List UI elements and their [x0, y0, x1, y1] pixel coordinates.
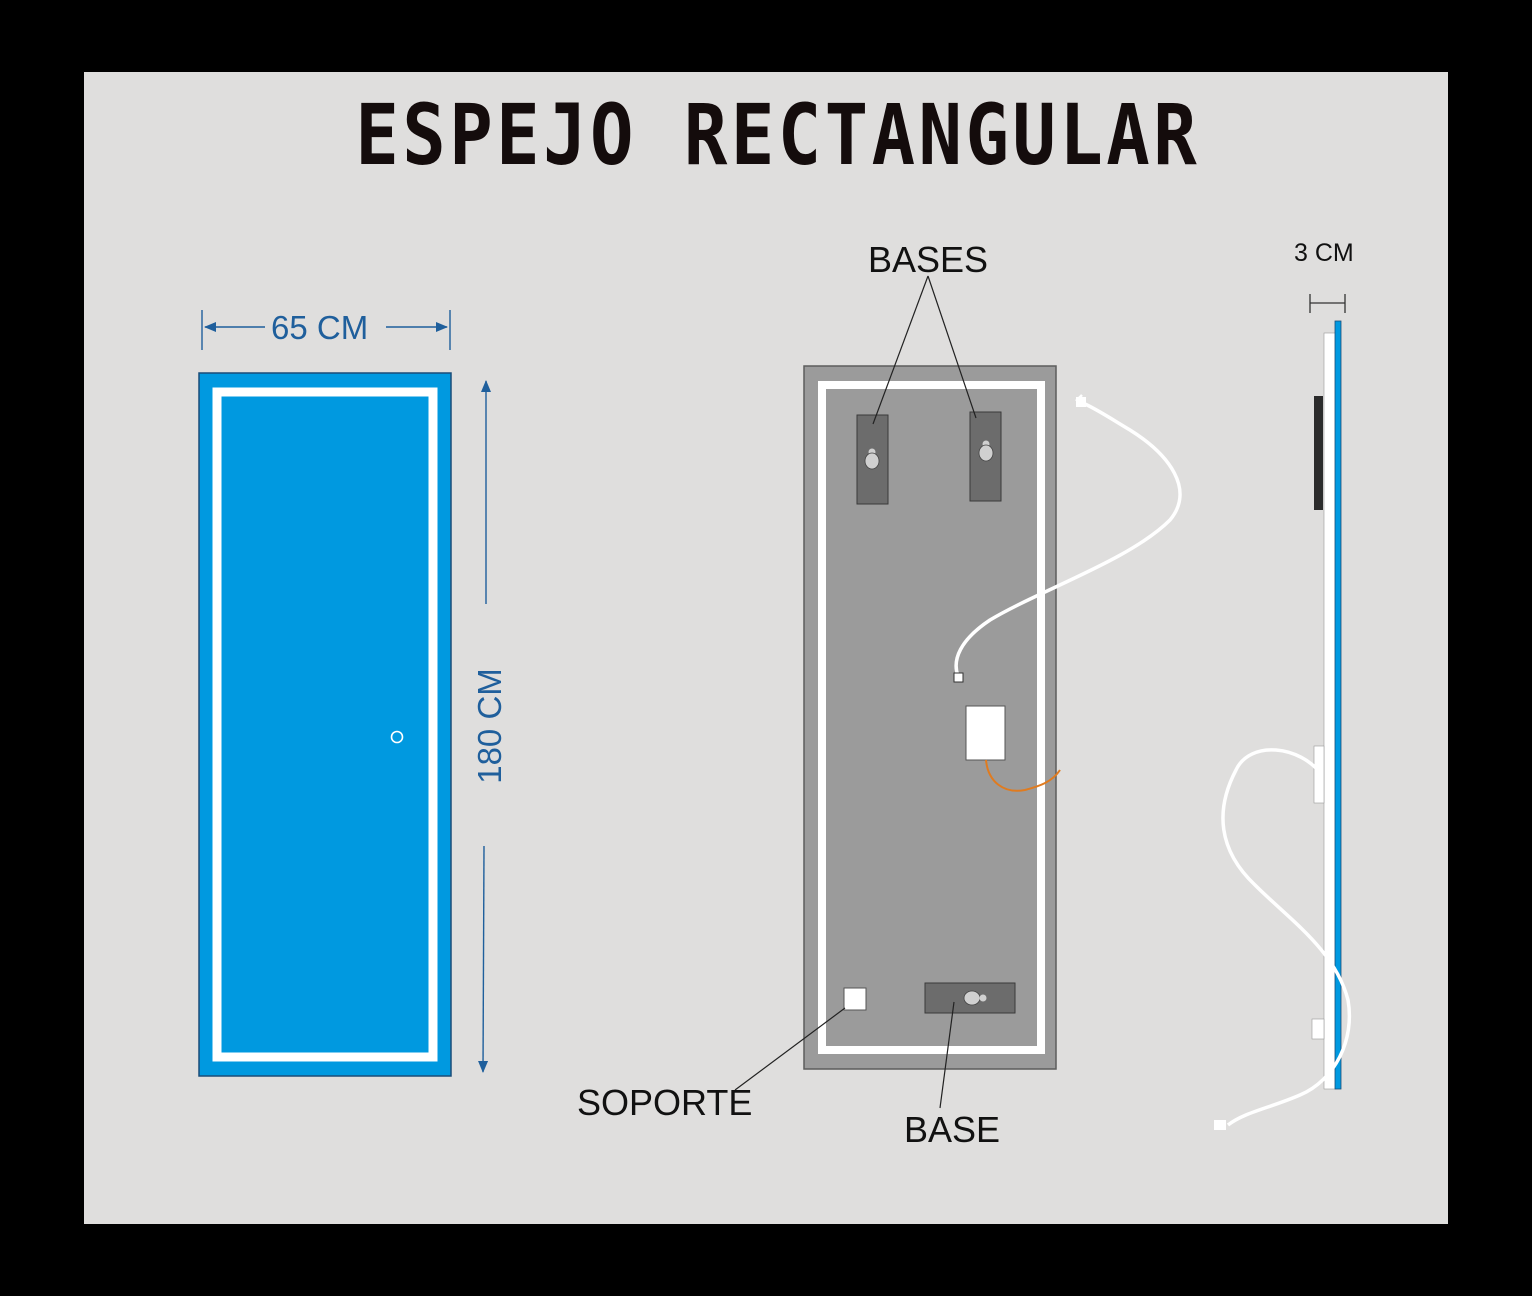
side-view-mirror	[1311, 320, 1342, 1090]
depth-label: 3 CM	[1294, 239, 1354, 267]
support-block	[843, 987, 867, 1011]
bases-label: BASES	[868, 239, 989, 280]
callout-lines	[734, 275, 977, 1109]
width-label: 65 CM	[271, 309, 369, 346]
side-plug-icon	[1214, 1120, 1226, 1130]
width-dimension	[201, 310, 451, 350]
height-label: 180 CM	[471, 668, 508, 784]
back-view-mirror	[803, 365, 1057, 1070]
front-view-mirror	[198, 372, 452, 1077]
depth-dimension	[1309, 294, 1346, 313]
orange-wire	[985, 759, 1061, 792]
bottom-bracket	[924, 982, 1016, 1014]
driver-box	[965, 705, 1006, 761]
side-power-cable	[1221, 748, 1352, 1127]
power-cable	[953, 394, 1182, 683]
height-dimension	[478, 380, 491, 1073]
top-left-bracket	[856, 414, 889, 505]
support-label: SOPORTE	[577, 1082, 753, 1123]
page-title: ESPEJO RECTANGULAR	[355, 86, 1201, 184]
touch-sensor-icon	[390, 730, 404, 744]
top-right-bracket	[969, 411, 1002, 502]
base-label: BASE	[904, 1109, 1001, 1150]
